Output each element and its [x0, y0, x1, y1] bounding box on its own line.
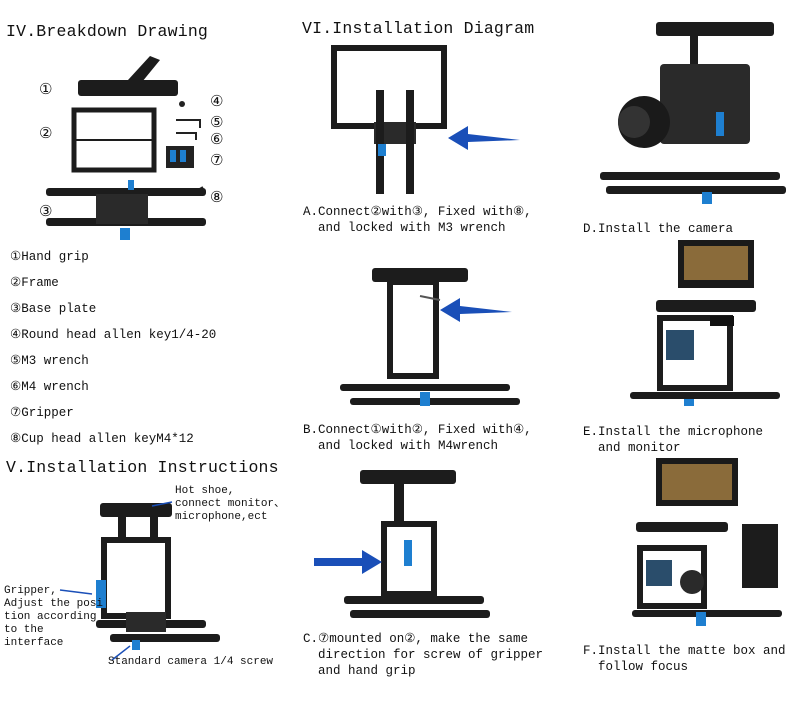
callout-8: ⑧ [210, 188, 224, 206]
cage-assembly [96, 503, 220, 650]
step-a-caption: A.Connect②with③, Fixed with⑧, and locked… [303, 205, 532, 235]
screw-note: Standard camera 1/4 screw [108, 656, 274, 668]
list-item: ④Round head allen key1/4-20 [10, 328, 217, 342]
list-item: ①Hand grip [10, 250, 89, 264]
list-item: ⑧Cup head allen keyM4*12 [10, 432, 194, 446]
callout-6: ⑥ [210, 130, 224, 148]
m4-wrench-part [176, 132, 197, 140]
instructions-illustration [59, 501, 220, 661]
list-item: ⑥M4 wrench [10, 380, 89, 394]
step-d-illustration [600, 22, 786, 204]
callout-4: ④ [210, 92, 224, 110]
frame-part [71, 107, 157, 173]
step-f-caption: F.Install the matte box and follow focus [583, 644, 786, 674]
hotshoe-note: Hot shoe, connect monitor、 microphone,ec… [175, 485, 286, 523]
list-item: ⑦Gripper [10, 406, 74, 420]
step-b-illustration [340, 268, 520, 406]
callout-7: ⑦ [210, 151, 224, 169]
step-f-illustration [632, 458, 782, 626]
list-item: ③Base plate [10, 302, 97, 316]
gripper-note: Gripper, Adjust the posi tion according … [4, 585, 104, 649]
arrow-icon [440, 298, 512, 322]
list-item: ②Frame [10, 276, 59, 290]
parts-list: ①Hand grip ②Frame ③Base plate ④Round hea… [10, 248, 216, 456]
step-c-illustration [314, 470, 490, 618]
callout-3: ③ [39, 202, 53, 220]
callout-5: ⑤ [210, 113, 224, 131]
step-b-caption: B.Connect①with②, Fixed with④, and locked… [303, 423, 532, 453]
instructions-title: V.Installation Instructions [6, 458, 279, 477]
allen-key-part [179, 101, 185, 107]
m3-wrench-part [176, 119, 201, 128]
parts-illustration [46, 56, 206, 240]
callout-1: ① [39, 80, 53, 98]
hand-grip-part [78, 56, 178, 96]
step-e-illustration [630, 240, 780, 406]
callout-2: ② [39, 124, 53, 142]
step-a-illustration [331, 45, 520, 194]
step-e-caption: E.Install the microphone and monitor [583, 425, 764, 455]
callout-lines [59, 501, 173, 661]
list-item: ⑤M3 wrench [10, 354, 89, 368]
gripper-part [166, 146, 194, 168]
step-c-caption: C.⑦mounted on②, make the same direction … [303, 632, 544, 678]
arrow-icon [314, 550, 382, 574]
breakdown-title: IV.Breakdown Drawing [6, 22, 209, 41]
step-d-caption: D.Install the camera [583, 222, 734, 236]
diagram-title: VI.Installation Diagram [302, 19, 535, 38]
rods-part [46, 180, 206, 240]
arrow-icon [448, 126, 520, 150]
